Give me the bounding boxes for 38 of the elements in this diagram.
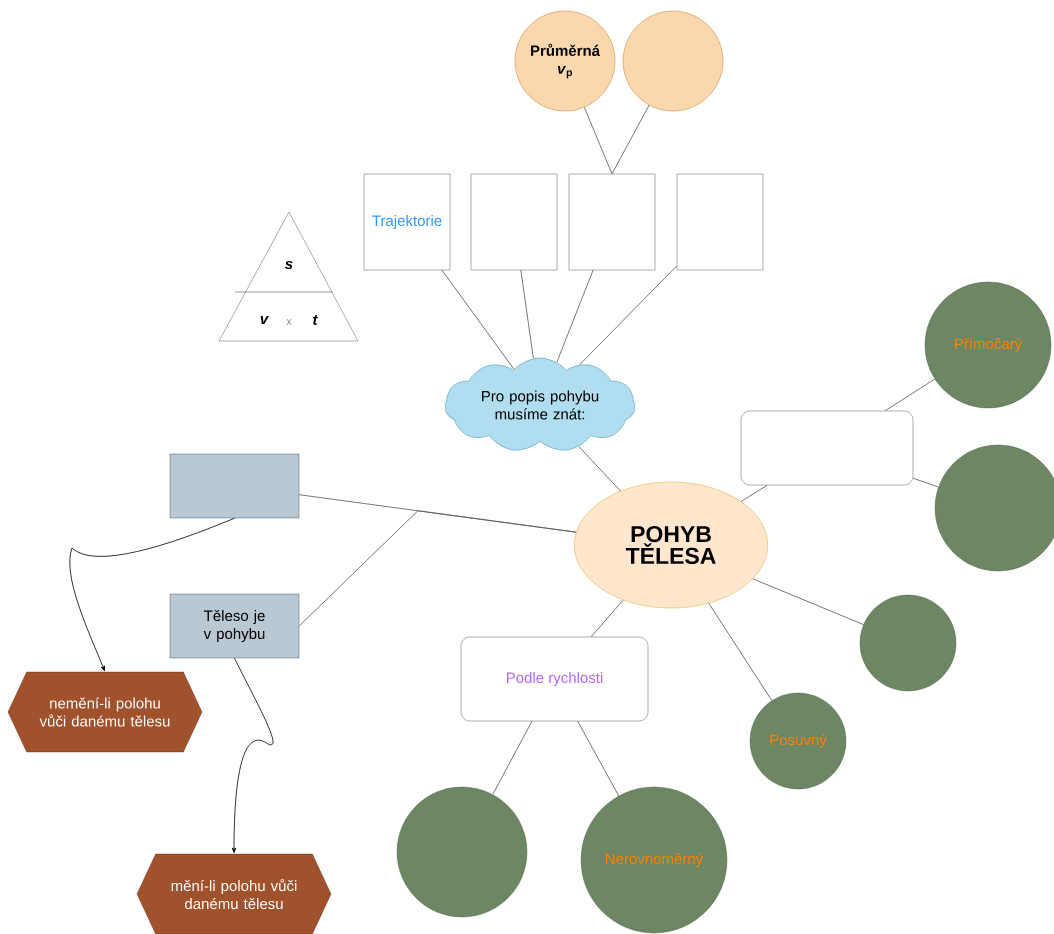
connector-line: [298, 510, 577, 627]
connector-line: [708, 602, 773, 701]
hexagon-node: mění-li polohu vůči danému tělesu: [136, 853, 332, 934]
concept-box: [169, 453, 300, 519]
arrow: [69, 517, 235, 672]
cloud-node: Pro popis pohybu musíme znát:: [445, 357, 635, 451]
arrow: [231, 657, 274, 854]
circle-node: [934, 444, 1054, 572]
connector-line: [912, 477, 939, 488]
formula-triangle: s v x t: [218, 211, 359, 342]
connector-line: [492, 720, 533, 795]
connector-line: [611, 104, 650, 175]
connector-line: [752, 578, 864, 625]
connector-line: [579, 265, 678, 366]
connector-line: [577, 720, 620, 797]
connector-line: [578, 446, 621, 492]
hexagon-node: nemění-li polohu vůči danému tělesu: [7, 671, 203, 753]
concept-box: [676, 173, 764, 271]
rounded-box: [740, 410, 914, 486]
connector-line: [884, 378, 936, 412]
circle-node: Průměrná v$_{p}$: [514, 10, 616, 112]
connector-line: [590, 599, 624, 638]
concept-box: [470, 173, 558, 271]
concept-box: Trajektorie: [363, 173, 451, 271]
connector-line: [441, 269, 515, 370]
circle-node: Posuvný: [749, 692, 847, 790]
connector-line: [520, 269, 534, 359]
connector-line: [583, 106, 613, 175]
connector-line: [740, 484, 768, 502]
connector-line: [556, 269, 594, 363]
concept-box: [568, 173, 656, 271]
circle-node: [859, 594, 957, 692]
circle-node: [622, 10, 724, 112]
circle-node: [396, 786, 528, 918]
circle-node: Přímočarý: [924, 281, 1052, 409]
concept-box: Těleso je v pohybu: [169, 593, 300, 659]
circle-node: Nerovnoměrný: [580, 786, 728, 934]
rounded-box: Podle rychlosti: [460, 636, 649, 722]
